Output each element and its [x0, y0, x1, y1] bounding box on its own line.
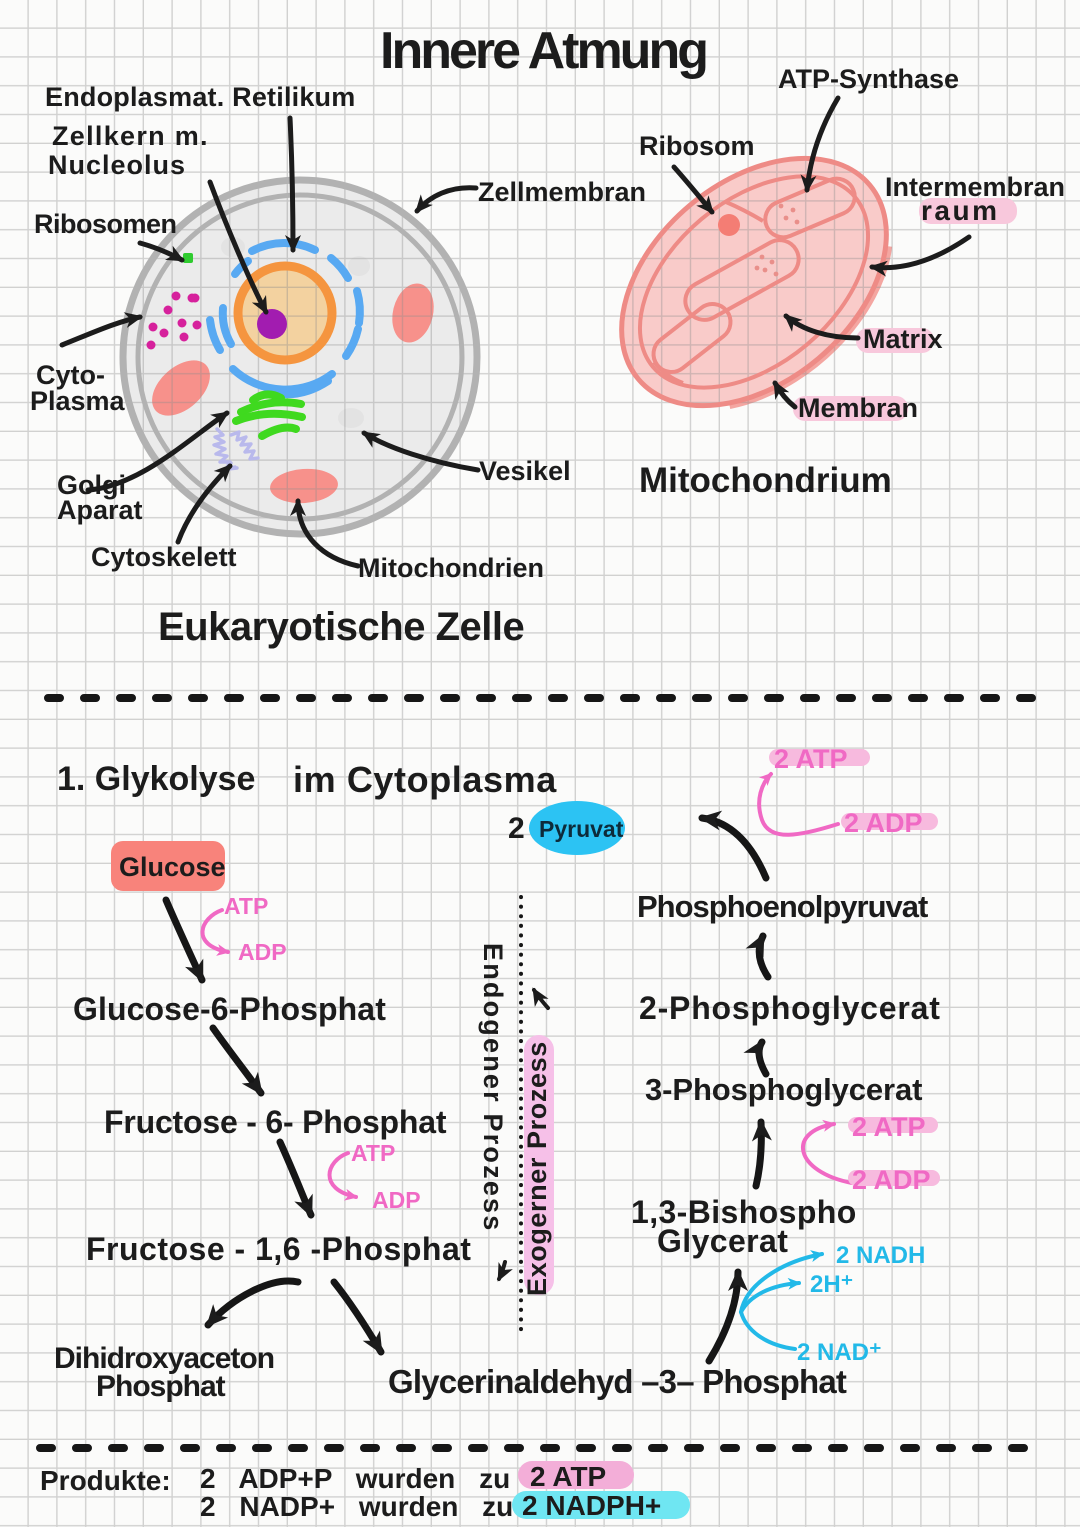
svg-text:1,3-Bishospho: 1,3-Bishospho [631, 1194, 857, 1230]
svg-text:Phosphat: Phosphat [96, 1370, 226, 1403]
svg-text:Exogerner Prozess: Exogerner Prozess [522, 1041, 552, 1296]
svg-text:Glucose-6-Phosphat: Glucose-6-Phosphat [73, 991, 386, 1027]
svg-text:raum: raum [921, 195, 999, 226]
svg-text:2 ATP: 2 ATP [852, 1112, 926, 1142]
svg-text:im Cytoplasma: im Cytoplasma [293, 759, 557, 800]
svg-text:ATP: ATP [351, 1140, 395, 1166]
svg-text:Cyto-: Cyto- [36, 360, 105, 390]
svg-text:1. Glykolyse: 1. Glykolyse [57, 760, 255, 798]
svg-text:Glucose: Glucose [119, 852, 226, 882]
svg-text:2 ADP: 2 ADP [844, 808, 923, 838]
svg-text:Pyruvat: Pyruvat [539, 816, 624, 842]
svg-text:Cytoskelett: Cytoskelett [91, 542, 237, 572]
svg-text:ATP-Synthase: ATP-Synthase [778, 64, 959, 94]
svg-text:Ribosom: Ribosom [639, 131, 755, 161]
svg-text:2 NADP+ wurden zu: 2 NADP+ wurden zu [200, 1491, 513, 1522]
svg-text:ADP: ADP [372, 1187, 421, 1213]
svg-text:Fructose - 1,6 -Phosphat: Fructose - 1,6 -Phosphat [86, 1231, 471, 1267]
svg-text:2-Phosphoglycerat: 2-Phosphoglycerat [639, 990, 941, 1026]
svg-text:Intermembran: Intermembran [885, 172, 1065, 202]
svg-text:Fructose - 6- Phosphat: Fructose - 6- Phosphat [104, 1104, 447, 1140]
svg-text:2 ADP: 2 ADP [852, 1165, 931, 1195]
svg-text:Endoplasmat. Retilikum: Endoplasmat. Retilikum [45, 82, 355, 112]
svg-text:Dihidroxyaceton: Dihidroxyaceton [54, 1342, 274, 1375]
svg-text:ADP: ADP [238, 939, 287, 965]
svg-text:Endogener Prozess: Endogener Prozess [478, 943, 508, 1232]
svg-text:Zellkern m.: Zellkern m. [52, 121, 209, 151]
svg-text:2 ADP+P wurden zu: 2 ADP+P wurden zu [200, 1463, 510, 1494]
svg-text:Innere Atmung: Innere Atmung [380, 22, 706, 80]
svg-text:Matrix: Matrix [863, 324, 943, 354]
svg-text:Eukaryotische Zelle: Eukaryotische Zelle [158, 605, 524, 649]
svg-text:2 NADPH+: 2 NADPH+ [522, 1490, 661, 1521]
svg-text:3-Phosphoglycerat: 3-Phosphoglycerat [645, 1072, 922, 1107]
svg-text:2 ATP: 2 ATP [774, 744, 848, 774]
svg-text:Phosphoenolpyruvat: Phosphoenolpyruvat [637, 889, 928, 924]
svg-text:Produkte:: Produkte: [40, 1465, 171, 1496]
svg-text:Nucleolus: Nucleolus [48, 150, 186, 180]
svg-text:Glycerinaldehyd –3– Phosphat: Glycerinaldehyd –3– Phosphat [388, 1363, 847, 1400]
svg-text:ATP: ATP [224, 893, 268, 919]
svg-text:Aparat: Aparat [57, 495, 143, 525]
svg-text:2: 2 [508, 812, 525, 845]
svg-text:Mitochondrien: Mitochondrien [358, 553, 544, 583]
svg-text:Ribosomen: Ribosomen [34, 209, 177, 239]
svg-text:Zellmembran: Zellmembran [478, 177, 646, 207]
svg-text:2 NADH: 2 NADH [836, 1242, 925, 1269]
svg-text:Glycerat: Glycerat [657, 1223, 788, 1259]
svg-text:Membran: Membran [798, 393, 918, 423]
svg-text:Vesikel: Vesikel [479, 456, 571, 486]
svg-text:2 NAD⁺: 2 NAD⁺ [797, 1339, 882, 1366]
svg-text:2H⁺: 2H⁺ [810, 1271, 853, 1298]
svg-text:2 ATP: 2 ATP [530, 1461, 606, 1492]
svg-text:Mitochondrium: Mitochondrium [639, 461, 892, 500]
svg-text:Plasma: Plasma [30, 386, 126, 416]
